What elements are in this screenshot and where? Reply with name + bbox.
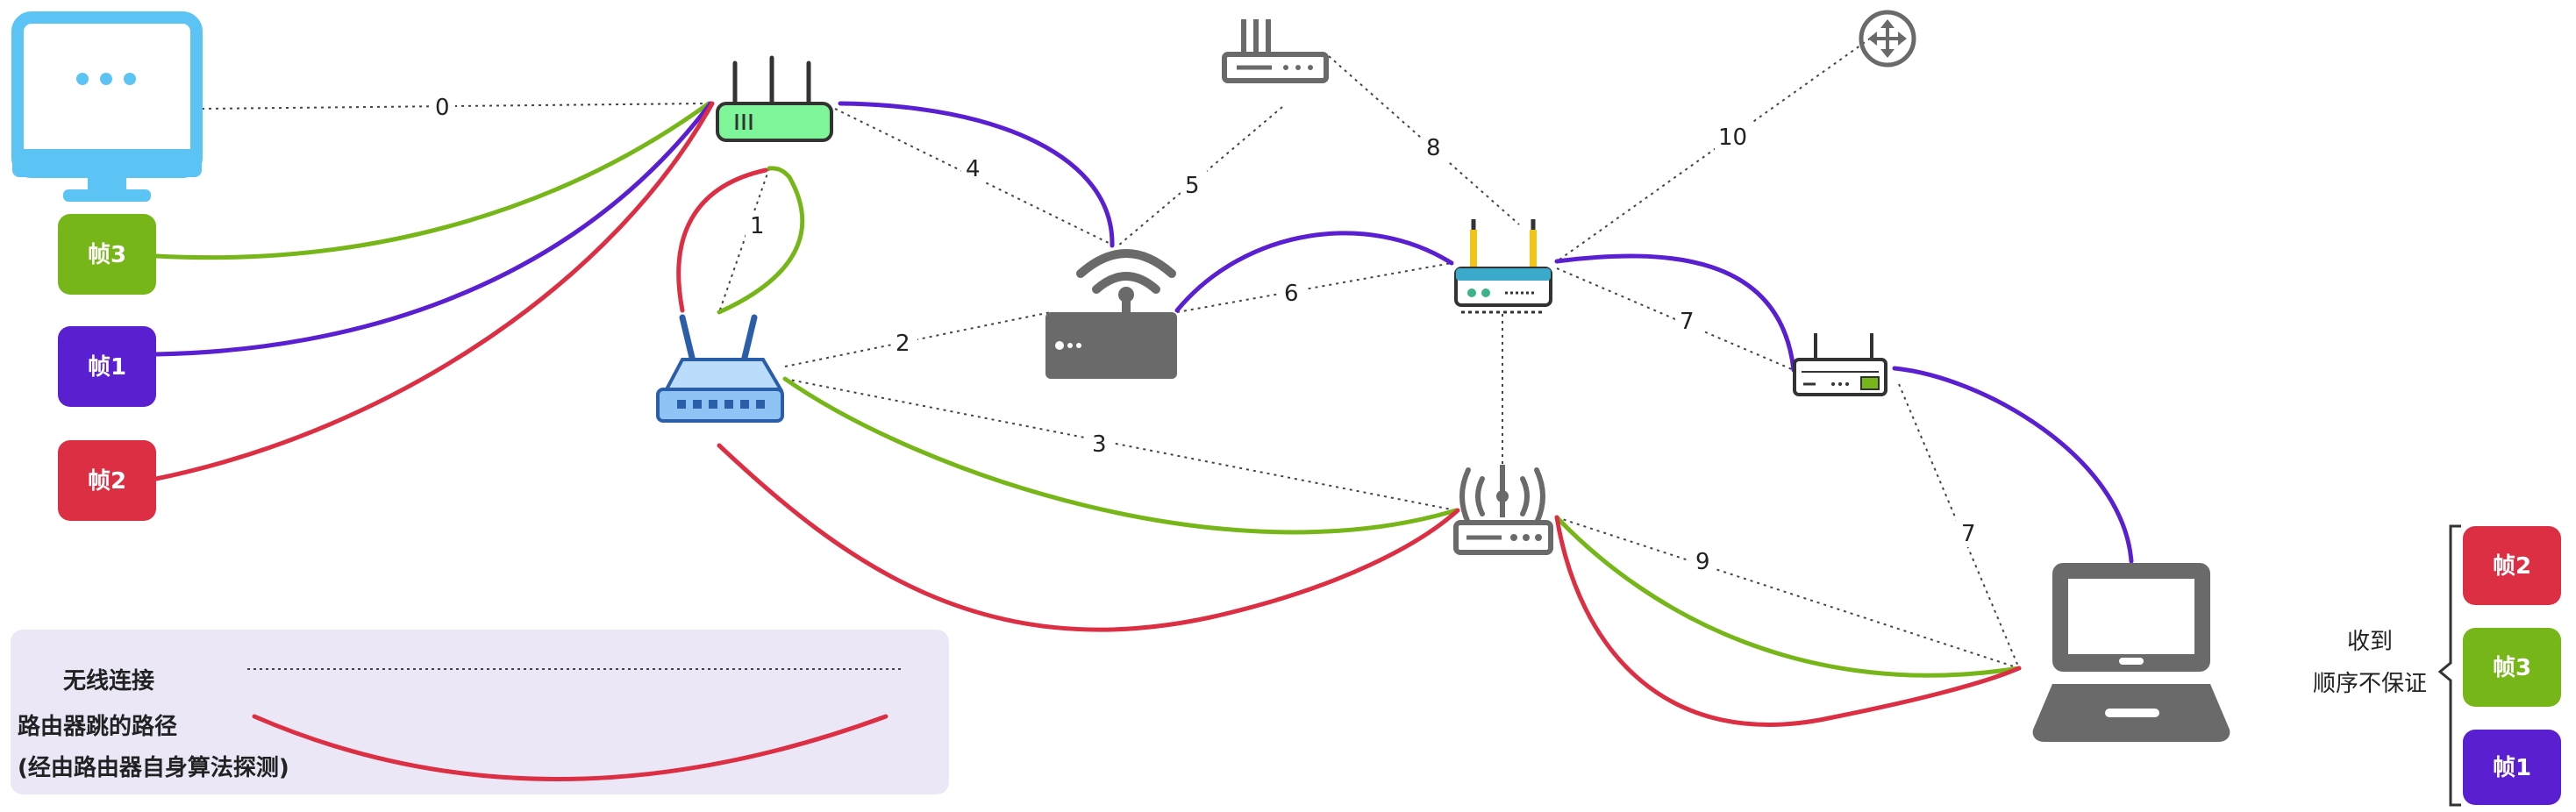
edge-label-6: 6 — [1284, 281, 1299, 307]
edge-label-7b: 7 — [1961, 521, 1976, 547]
edge-label-10: 10 — [1718, 125, 1747, 151]
receive-note-line2: 顺序不保证 — [2313, 671, 2427, 697]
frame-tag-right-1 — [2463, 526, 2561, 605]
path-red-1 — [153, 101, 715, 481]
edge-label-5: 5 — [1185, 173, 1200, 199]
link-7b — [1898, 383, 2020, 669]
link-9 — [1556, 516, 2020, 669]
router-small-icon — [1793, 333, 1887, 396]
path-purple-3 — [1174, 231, 1454, 313]
frame-tag-right-3-label: 帧1 — [2493, 755, 2531, 781]
edge-label-9: 9 — [1695, 549, 1710, 575]
antenna-icon — [1453, 465, 1553, 555]
frame-tag-right-2-label: 帧3 — [2493, 655, 2531, 681]
brace-icon — [2437, 524, 2461, 807]
path-red-4 — [1554, 515, 2022, 727]
legend-path-line — [252, 714, 888, 781]
path-green-2 — [717, 166, 805, 315]
edge-label-0: 0 — [435, 95, 450, 121]
path-purple-5 — [1892, 366, 2134, 564]
path-purple-4 — [1554, 253, 1796, 373]
legend-path-label: 路由器跳的路径 — [18, 713, 177, 740]
edge-labels: 0 1 2 3 4 5 6 7 8 9 10 7 — [429, 92, 1982, 575]
monitor-icon — [11, 11, 203, 202]
edge-label-7a: 7 — [1680, 309, 1695, 335]
link-2 — [784, 311, 1052, 367]
path-purple-2 — [838, 101, 1115, 248]
edge-label-8: 8 — [1426, 135, 1441, 161]
frames-left: 帧3 帧1 帧2 — [58, 214, 156, 521]
edge-label-1: 1 — [750, 213, 765, 239]
receive-note-line1: 收到 — [2347, 629, 2393, 655]
path-red-2 — [676, 167, 768, 313]
edge-label-3: 3 — [1092, 431, 1107, 458]
legend-wireless-label: 无线连接 — [63, 668, 154, 694]
modem-icon — [1222, 19, 1329, 83]
path-green-1 — [153, 101, 711, 260]
frames-right: 帧2 帧3 帧1 — [2463, 526, 2561, 805]
path-green-4 — [1554, 515, 2022, 678]
frame-tag-right-1-label: 帧2 — [2493, 553, 2531, 580]
frame-tag-right-3 — [2463, 730, 2561, 805]
wifi-router-icon — [656, 314, 784, 423]
frame-tag-left-3-label: 帧2 — [88, 468, 126, 495]
edge-label-2: 2 — [896, 331, 910, 357]
router-green-icon — [716, 55, 833, 142]
legend-box — [11, 630, 949, 794]
legend-path-sublabel: (经由路由器自身算法探测) — [18, 754, 289, 781]
frame-tag-left-2-label: 帧1 — [88, 354, 126, 381]
frame-tag-left-1 — [58, 214, 156, 295]
router-symbol-icon — [1859, 10, 1916, 68]
receive-note: 收到 顺序不保证 — [2313, 524, 2461, 807]
routing-paths — [153, 101, 2134, 727]
wifi-box-icon — [1045, 249, 1177, 379]
link-6 — [1176, 262, 1452, 313]
link-1 — [718, 167, 770, 313]
frame-tag-right-2 — [2463, 628, 2561, 707]
laptop-icon — [2032, 563, 2230, 742]
path-purple-1 — [153, 101, 713, 357]
frame-tag-left-1-label: 帧3 — [88, 242, 126, 268]
path-red-3 — [717, 443, 1460, 632]
edge-label-4: 4 — [966, 156, 981, 182]
path-green-3 — [782, 376, 1459, 535]
link-3 — [784, 378, 1457, 511]
frame-tag-left-2 — [58, 326, 156, 407]
router-center-icon — [1454, 219, 1552, 314]
frame-tag-left-3 — [58, 440, 156, 521]
